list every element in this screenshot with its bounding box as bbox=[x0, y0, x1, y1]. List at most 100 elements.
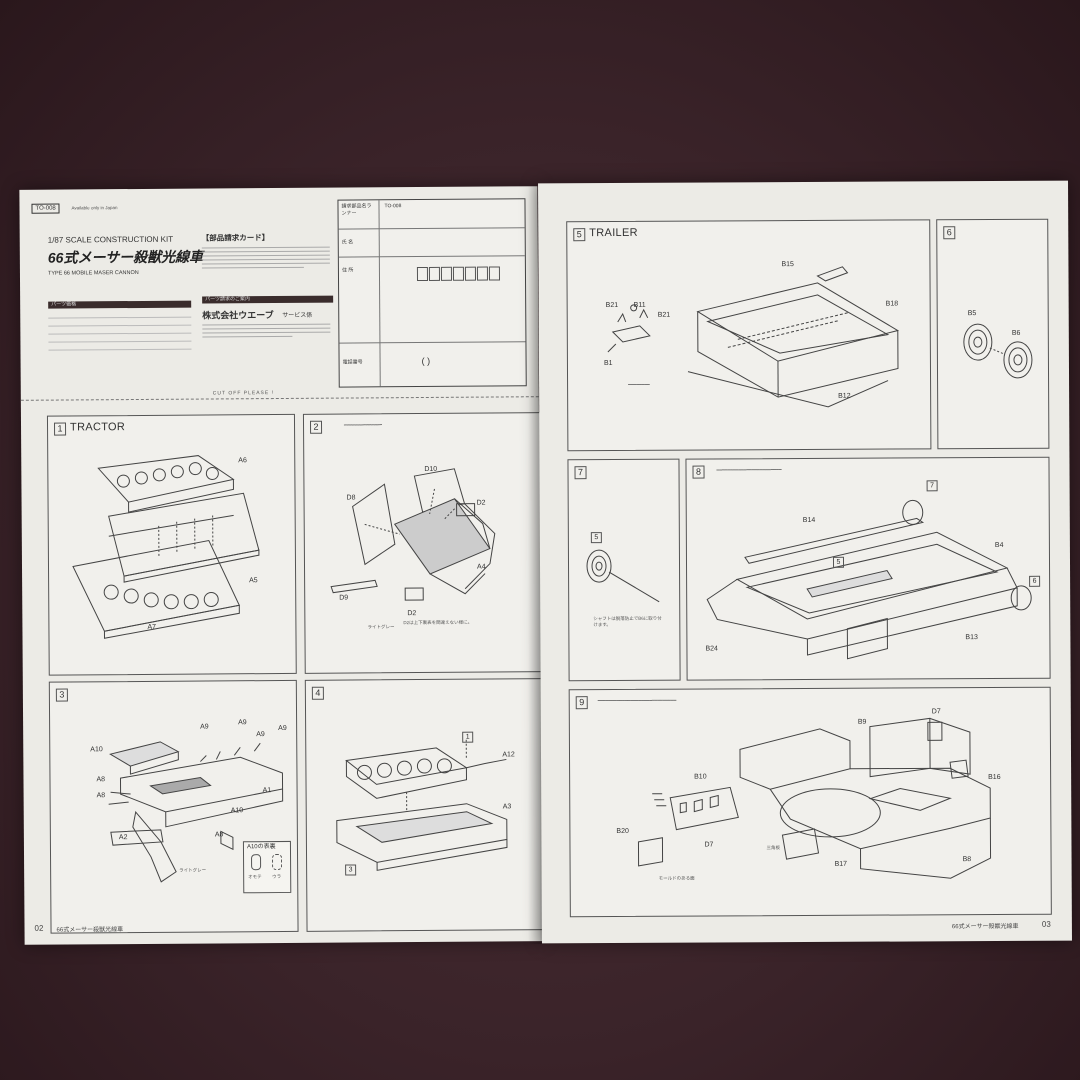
page-number: 02 bbox=[34, 923, 44, 933]
step-6: 6 B5 B6 bbox=[936, 218, 1050, 450]
step-2: 2 ━━━━━━━━━━━━━━ D10 D8 D2 A4 D9 D2 D2は上… bbox=[302, 412, 547, 674]
cab-diagram bbox=[108, 741, 284, 883]
kit-title-jp: 66式メーサー殺獣光線車 bbox=[47, 248, 204, 266]
part-label: D7 bbox=[704, 841, 714, 849]
company-name: 株式会社ウエーブ bbox=[202, 310, 274, 321]
form-code-label: 請求部品名ランナー bbox=[341, 203, 372, 217]
part-label: A7 bbox=[147, 623, 157, 631]
table-col: オモテ bbox=[248, 874, 262, 880]
interior-diagram bbox=[330, 468, 496, 601]
part-label: B17 bbox=[834, 860, 848, 868]
manual-page-left: TO-008 Available only in Japan 1/87 SCAL… bbox=[19, 186, 549, 945]
part-label: A9 bbox=[278, 724, 287, 733]
part-label: B24 bbox=[705, 645, 718, 653]
part-label: A8 bbox=[96, 776, 106, 784]
part-label: B14 bbox=[802, 516, 816, 525]
part-label: D2 bbox=[407, 610, 417, 618]
cut-off-text: CUT OFF PLEASE ! bbox=[212, 390, 275, 397]
form-phone-label: 電話番号 bbox=[342, 359, 363, 366]
wheel-diagram bbox=[963, 323, 1033, 379]
kit-title-en: TYPE 66 MOBILE MASER CANNON bbox=[47, 269, 139, 277]
step-7: 7 5 シャフトは脱落防止でB6に取り付けます。 bbox=[567, 458, 681, 682]
part-label: B13 bbox=[965, 634, 978, 642]
footer-title: 66式メーサー殺獣光線車 bbox=[56, 927, 124, 934]
part-label: D8 bbox=[346, 494, 356, 502]
form-name-label: 氏 名 bbox=[341, 239, 354, 246]
kit-code-badge: TO-008 bbox=[31, 203, 60, 214]
part-label: B9 bbox=[857, 718, 867, 726]
part-label: B4 bbox=[994, 541, 1004, 550]
part-label: D2 bbox=[476, 499, 486, 507]
part-label: D10 bbox=[424, 465, 438, 473]
scale-line: 1/87 SCALE CONSTRUCTION KIT bbox=[47, 234, 174, 245]
part-label: B10 bbox=[694, 773, 707, 781]
trailer-diagram bbox=[607, 266, 900, 408]
ref-step-badge: 5 bbox=[590, 532, 602, 544]
form-code-value: TO-008 bbox=[384, 203, 402, 210]
ref-step-badge: 7 bbox=[926, 480, 938, 492]
order-info-header: パーツ請求のご案内 bbox=[202, 295, 334, 304]
step-note-bottom: D2は上下裏表を間違えない様に。 bbox=[403, 619, 473, 626]
company-address bbox=[202, 321, 331, 341]
table-title: A10の表裏 bbox=[246, 844, 276, 851]
ref-step-badge: 1 bbox=[462, 731, 474, 743]
part-label: A12 bbox=[502, 751, 515, 759]
part-label: A1 bbox=[262, 787, 272, 795]
part-label: A5 bbox=[249, 577, 258, 585]
a10-side-table: A10の表裏 オモテ ウラ bbox=[242, 840, 292, 894]
step-5-trailer: 5 TRAILER B15 B21 B11 B21 B18 B1 B12 ━━━… bbox=[566, 219, 932, 452]
part-label: B16 bbox=[988, 773, 1001, 782]
part-label: B21 bbox=[657, 311, 671, 319]
order-form: 請求部品名ランナー TO-008 氏 名 住 所 電話番号 ( ) bbox=[337, 198, 527, 388]
price-list-header: パーツ価格 bbox=[48, 300, 192, 309]
assembly-diagram bbox=[336, 739, 508, 871]
ref-step-badge: 6 bbox=[1029, 575, 1041, 587]
step-note: シャフトは脱落防止でB6に取り付けます。 bbox=[593, 615, 662, 628]
trailer-assembly-diagram bbox=[706, 499, 1032, 660]
company-dept: サービス係 bbox=[282, 312, 313, 319]
ref-step-badge: 5 bbox=[832, 556, 845, 568]
part-label: A10 bbox=[230, 807, 244, 815]
part-label: A6 bbox=[238, 457, 247, 465]
part-label: B21 bbox=[605, 301, 619, 310]
step-note: ━━━━━━━━ bbox=[628, 381, 650, 387]
cabin-interior-diagram bbox=[637, 717, 992, 879]
step-1-tractor: 1 TRACTOR A6 bbox=[46, 413, 297, 676]
color-note: ライトグレー bbox=[367, 624, 395, 630]
footer-title: 66式メーサー殺獣光線車 bbox=[951, 923, 1019, 931]
part-label: A9 bbox=[238, 719, 247, 727]
part-label: B18 bbox=[885, 300, 899, 308]
part-label: B11 bbox=[633, 301, 646, 309]
manual-page-right: 5 TRAILER B15 B21 B11 B21 B18 B1 B12 ━━━… bbox=[538, 180, 1072, 944]
part-label: A8 bbox=[214, 831, 224, 839]
part-label: B8 bbox=[962, 856, 972, 864]
step-4: 4 1 A12 A3 3 bbox=[304, 678, 549, 932]
form-phone-parens: ( ) bbox=[421, 355, 431, 367]
made-in-note: Available only in Japan bbox=[71, 205, 118, 211]
part-label: A10 bbox=[90, 746, 103, 754]
part-label: A9 bbox=[200, 723, 209, 731]
page-number: 03 bbox=[1041, 919, 1051, 929]
order-card-title: 【部品請求カード】 bbox=[201, 233, 270, 243]
part-label: B1 bbox=[603, 360, 613, 368]
step-8: 8 ━━━━━━━━━━━━━━━━━━━━━━━━ 7 B14 B4 5 6 … bbox=[685, 456, 1051, 681]
step-9: 9 ━━━━━━━━━━━━━━━━━━━━━━━━━━━━━ B9 D7 bbox=[568, 686, 1052, 918]
postal-code-boxes[interactable] bbox=[416, 266, 501, 286]
form-address-label: 住 所 bbox=[341, 267, 354, 274]
callout: モールドのある面 bbox=[658, 875, 695, 881]
table-col: ウラ bbox=[272, 874, 282, 880]
price-list bbox=[48, 309, 192, 351]
part-label: B5 bbox=[967, 310, 977, 318]
part-label: A4 bbox=[476, 563, 486, 571]
part-label: A8 bbox=[96, 792, 106, 800]
part-label: A9 bbox=[256, 731, 265, 739]
front-shape bbox=[251, 854, 262, 871]
shaft-diagram bbox=[586, 549, 660, 603]
cut-line bbox=[20, 396, 539, 401]
part-label: A2 bbox=[118, 834, 128, 842]
tractor-diagram bbox=[72, 455, 260, 639]
back-shape bbox=[272, 853, 283, 871]
step-3: 3 A9 A9 A9 A9 A10 A8 A8 A1 A10 A2 A8 ラ bbox=[48, 679, 299, 934]
part-label: A3 bbox=[502, 803, 512, 811]
ref-step-badge: 3 bbox=[345, 864, 357, 876]
